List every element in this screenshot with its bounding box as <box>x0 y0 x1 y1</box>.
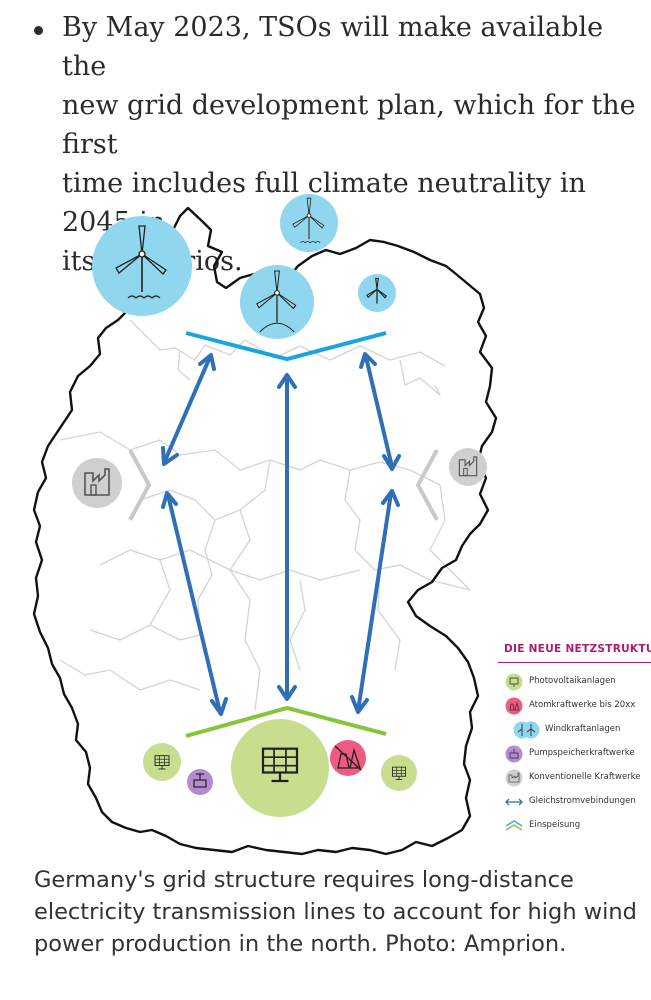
state-borders <box>59 319 471 711</box>
legend-item-pumped-storage: Pumpspeicherkraftwerke <box>498 745 651 769</box>
wind-circle-center <box>240 265 314 339</box>
conventional-plant-west <box>72 458 122 508</box>
wind-circle-east <box>358 274 396 312</box>
bullet-dot <box>34 26 43 35</box>
feed-in-chevron-icon <box>505 820 523 831</box>
legend-item-solar: Photovoltaikanlagen <box>498 673 651 697</box>
solar-circle-west <box>143 743 181 781</box>
legend-item-nuclear: Atomkraftwerke bis 20xx <box>498 697 651 721</box>
wind-circle-large <box>92 216 192 316</box>
north-feed-in-line <box>185 331 387 362</box>
germany-outline <box>32 206 498 856</box>
legend-item-conventional: Konventionelle Kraftwerke <box>498 769 651 793</box>
dc-link-arrow-icon <box>505 798 523 806</box>
west-feed-in-chevron <box>128 449 152 521</box>
image-caption: Germany's grid structure requires long-d… <box>34 867 637 957</box>
pumped-storage-circle <box>187 769 213 795</box>
nuclear-plant-icon <box>505 697 523 715</box>
wind-circle-top <box>280 194 338 252</box>
bullet-text: By May 2023, TSOs will make available th… <box>62 12 636 277</box>
pumped-storage-icon <box>505 745 523 763</box>
legend-item-feed-in: Einspeisung <box>498 817 651 841</box>
legend-title: DIE NEUE NETZSTRUKTUR <box>504 643 651 655</box>
hvdc-arrows <box>161 352 401 716</box>
solar-panel-icon <box>505 673 523 691</box>
legend-divider <box>498 662 651 663</box>
legend: DIE NEUE NETZSTRUKTUR Photovoltaikanlage… <box>498 640 651 841</box>
solar-circle-large <box>231 719 329 817</box>
solar-circle-east <box>381 755 417 791</box>
nuclear-circle <box>330 740 366 776</box>
germany-grid-map <box>32 194 498 856</box>
conventional-plant-east <box>449 448 487 486</box>
east-feed-in-chevron <box>415 449 439 521</box>
legend-item-wind: Windkraftanlagen <box>498 721 651 745</box>
south-feed-in-line <box>185 705 387 738</box>
wind-turbine-icon-small <box>522 721 540 739</box>
legend-item-dc-link: Gleichstromvebindungen <box>498 793 651 817</box>
conventional-plant-icon <box>505 769 523 787</box>
